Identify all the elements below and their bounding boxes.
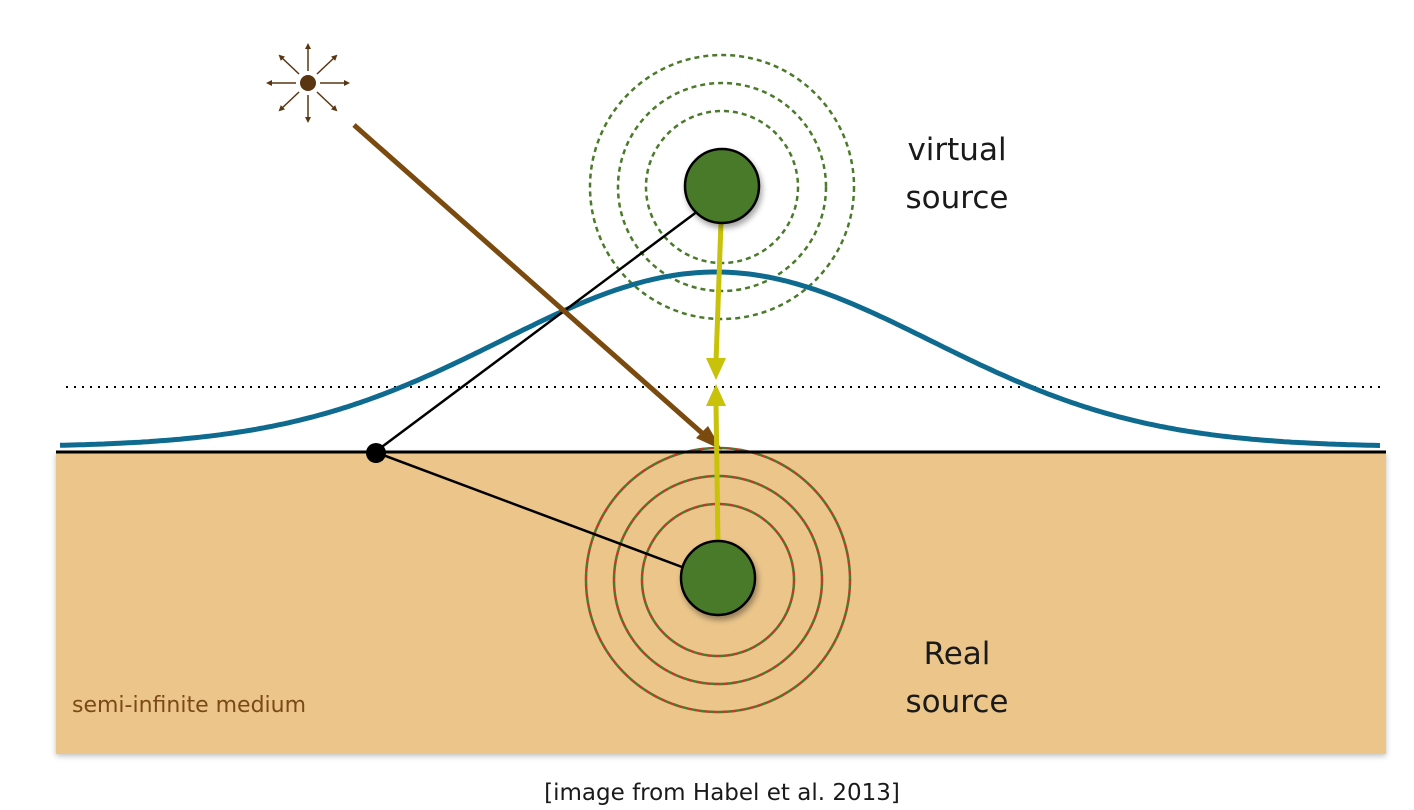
real-source-label-line2: source [906, 684, 1009, 720]
real-source-sphere [679, 539, 757, 617]
image-caption: [image from Habel et al. 2013] [544, 780, 900, 806]
surface-point [366, 443, 386, 463]
virtual-source-connector-line [374, 206, 703, 454]
light-source-icon [266, 43, 350, 123]
incident-light-ray [352, 123, 714, 443]
yellow-arrows [706, 221, 726, 545]
real-source-connector-line [374, 450, 691, 572]
virtual-source-label-line1: virtual [907, 132, 1006, 168]
virtual-source-label-line2: source [906, 180, 1009, 216]
virtual-source-sphere [683, 147, 761, 225]
virtual-source-rings [588, 53, 856, 321]
real-source-label-line1: Real [924, 636, 991, 672]
medium-label: semi-infinite medium [72, 693, 306, 718]
